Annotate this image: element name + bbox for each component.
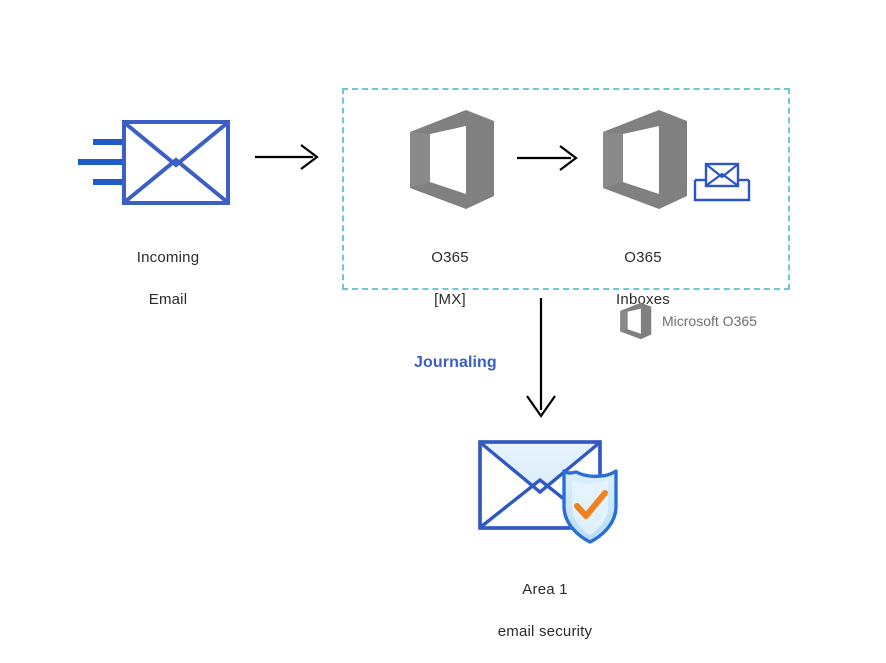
arrow-down-icon <box>526 298 556 418</box>
label-o365-inboxes-line2: Inboxes <box>616 291 670 308</box>
label-o365-mx-line1: O365 <box>431 249 469 266</box>
inbox-tray-envelope-icon <box>693 162 751 202</box>
node-o365-inboxes[interactable] <box>597 108 689 211</box>
arrow-inboxes-to-area1 <box>520 298 562 420</box>
label-o365-mx: O365 [MX] <box>385 226 515 331</box>
edge-label-journaling: Journaling <box>414 354 497 371</box>
legend-microsoft-o365: Microsoft O365 <box>618 302 757 340</box>
envelope-shield-check-icon <box>478 440 618 544</box>
label-o365-mx-line2: [MX] <box>434 291 466 308</box>
microsoft-office-cube-icon <box>603 110 687 209</box>
label-area1-email-security: Area 1 email security <box>470 558 620 663</box>
label-area1-line2: email security <box>497 623 593 640</box>
microsoft-office-cube-icon <box>620 302 652 340</box>
microsoft-office-cube-icon <box>410 110 494 209</box>
arrow-mx-to-inboxes <box>517 143 583 173</box>
arrow-incoming-to-mx <box>255 142 323 172</box>
label-o365-inboxes: O365 Inboxes <box>578 226 708 331</box>
label-incoming-email-line1: Incoming <box>136 249 200 266</box>
envelope-with-motion-lines-icon <box>78 120 230 205</box>
label-o365-inboxes-line1: O365 <box>624 249 662 266</box>
icon-inbox-tray <box>693 160 751 204</box>
arrow-right-icon <box>517 145 578 171</box>
label-area1-line1: Area 1 <box>522 581 568 598</box>
o365-boundary-zone <box>342 88 790 290</box>
label-incoming-email: Incoming Email <box>88 226 248 331</box>
node-o365-mx[interactable] <box>404 108 496 211</box>
label-incoming-email-line2: Email <box>148 291 188 308</box>
node-incoming-email[interactable] <box>70 115 230 215</box>
legend-label: Microsoft O365 <box>662 313 757 329</box>
arrow-right-icon <box>255 144 319 170</box>
node-area1-email-security[interactable] <box>466 430 632 550</box>
